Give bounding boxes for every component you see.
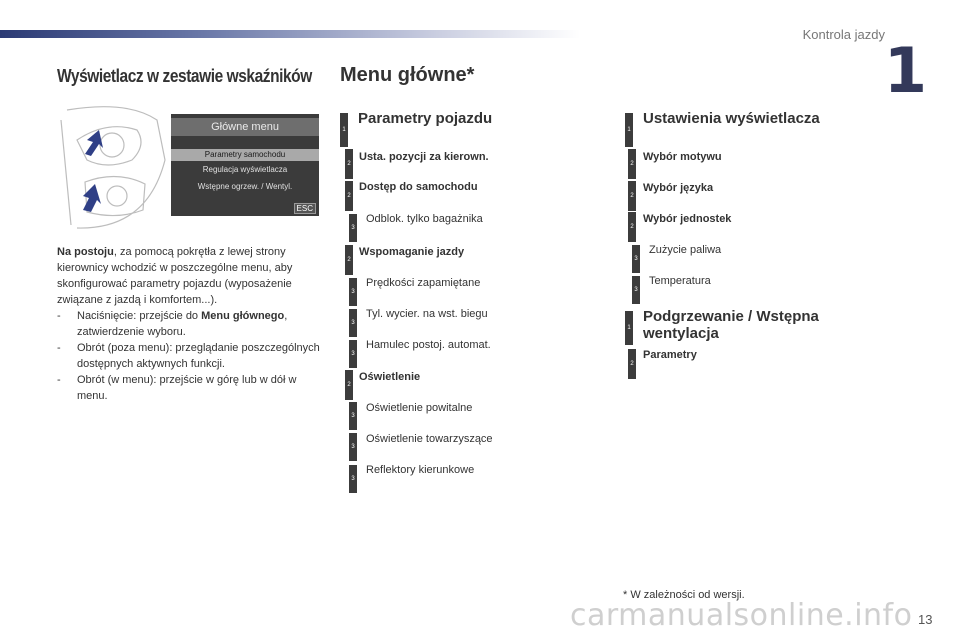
page-number: 13	[918, 612, 933, 627]
list-text: Obrót (w menu): przejście w górę lub w d…	[77, 374, 297, 402]
level-marker-3: 3	[349, 340, 357, 368]
chapter-number: 1	[883, 34, 927, 107]
menu-subitem: Prędkości zapamiętane	[366, 277, 481, 289]
arrow-icon	[85, 130, 103, 156]
level-marker-1: 1	[340, 113, 348, 147]
menu-subitem: Oświetlenie towarzyszące	[366, 433, 493, 445]
menu-subitem: Odblok. tylko bagażnika	[366, 213, 483, 225]
list-dash: -	[57, 374, 61, 386]
level-marker-2: 2	[345, 181, 353, 211]
menu-subitem: Tyl. wycier. na wst. biegu	[366, 308, 488, 320]
level-marker-3: 3	[349, 214, 357, 242]
menu-item: Dostęp do samochodu	[359, 181, 478, 193]
intro-paragraph: Na postoju, za pomocą pokrętła z lewej s…	[57, 244, 322, 308]
list-text: Naciśnięcie: przejście do Menu głównego,…	[77, 308, 322, 340]
level-marker-1: 1	[625, 113, 633, 147]
level-marker-3: 3	[349, 309, 357, 337]
level-marker-3: 3	[349, 402, 357, 430]
watermark: carmanualsonline.info	[570, 598, 913, 633]
level-marker-3: 3	[349, 465, 357, 493]
menu-subitem: Oświetlenie powitalne	[366, 402, 473, 414]
level-marker-2: 2	[628, 349, 636, 379]
footnote: * W zależności od wersji.	[623, 589, 745, 601]
main-menu-title: Menu główne*	[340, 64, 475, 86]
level-marker-1: 1	[625, 311, 633, 345]
level-marker-3: 3	[632, 276, 640, 304]
list-text-bold: Menu głównego	[201, 310, 285, 322]
list-item: - Obrót (w menu): przejście w górę lub w…	[57, 372, 322, 404]
intro-text: , za pomocą pokrętła z lewej strony kier…	[57, 246, 293, 306]
menu-heading-vehicle: Parametry pojazdu	[358, 110, 493, 127]
menu-heading-display: Ustawienia wyświetlacza	[643, 110, 820, 127]
menu-item: Wybór języka	[643, 182, 714, 194]
list-dash: -	[57, 310, 61, 322]
screen-item: Wstępne ogrzew. / Wentyl.	[197, 182, 293, 191]
level-marker-2: 2	[628, 181, 636, 211]
steering-wheel-illustration	[57, 100, 169, 232]
list-text-pre: Naciśnięcie: przejście do	[77, 310, 202, 322]
section-title: Kontrola jazdy	[802, 27, 885, 42]
menu-subitem: Hamulec postoj. automat.	[366, 339, 491, 351]
menu-item: Wybór motywu	[643, 151, 722, 163]
esc-label: ESC	[293, 203, 316, 214]
list-dash: -	[57, 342, 61, 354]
arrow-icon	[83, 184, 101, 212]
menu-subitem: Temperatura	[649, 275, 711, 287]
screen-title: Główne menu	[171, 118, 319, 136]
menu-item: Parametry	[643, 349, 697, 361]
menu-subitem: Reflektory kierunkowe	[366, 464, 475, 476]
list-item: - Obrót (poza menu): przeglądanie poszcz…	[57, 340, 322, 372]
menu-item: Wspomaganie jazdy	[359, 246, 465, 258]
list-item: - Naciśnięcie: przejście do Menu główneg…	[57, 308, 322, 340]
list-text: Obrót (poza menu): przeglądanie poszczeg…	[77, 342, 320, 370]
level-marker-2: 2	[345, 149, 353, 179]
header-gradient-bar	[0, 30, 580, 38]
screen-item-selected: Parametry samochodu	[171, 149, 319, 161]
level-marker-2: 2	[345, 370, 353, 400]
level-marker-3: 3	[349, 433, 357, 461]
level-marker-3: 3	[349, 278, 357, 306]
display-screen: Główne menu Parametry samochodu Regulacj…	[171, 114, 319, 216]
menu-heading-preheat: Podgrzewanie / Wstępna wentylacja	[643, 308, 819, 342]
menu-item: Wybór jednostek	[643, 213, 732, 225]
intro-bold: Na postoju	[57, 246, 114, 258]
menu-item: Usta. pozycji za kierown.	[359, 151, 489, 163]
level-marker-2: 2	[345, 245, 353, 275]
screen-item: Regulacja wyświetlacza	[202, 165, 288, 174]
menu-subitem: Zużycie paliwa	[649, 244, 722, 256]
level-marker-2: 2	[628, 149, 636, 179]
level-marker-3: 3	[632, 245, 640, 273]
level-marker-2: 2	[628, 212, 636, 242]
description: Na postoju, za pomocą pokrętła z lewej s…	[57, 244, 322, 404]
list-text-post: , zatwierdzenie wyboru.	[77, 310, 288, 338]
left-section-title: Wyświetlacz w zestawie wskaźników	[57, 66, 312, 86]
menu-item: Oświetlenie	[359, 371, 421, 383]
